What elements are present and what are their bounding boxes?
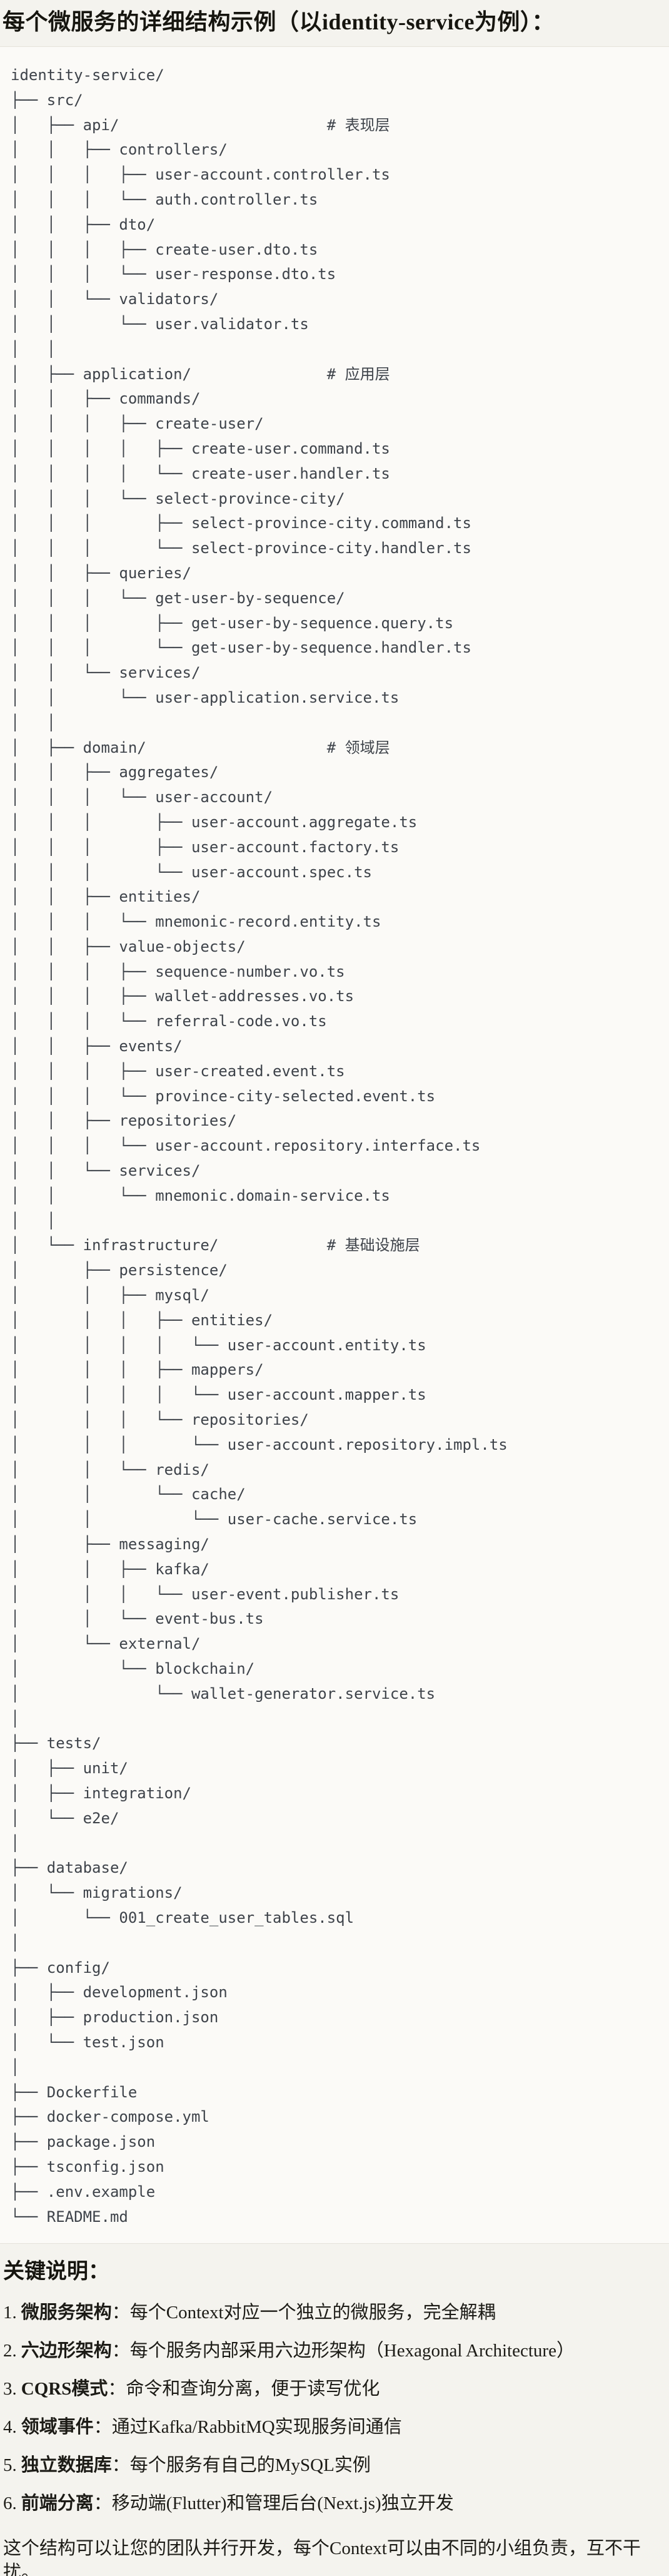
code-block: identity-service/ ├── src/ │ ├── api/ # … — [0, 46, 669, 2244]
note-list-item: 6.前端分离：移动端(Flutter)和管理后台(Next.js)独立开发 — [3, 2492, 663, 2515]
note-text: ：每个服务内部采用六边形架构（Hexagonal Architecture） — [111, 2341, 575, 2361]
note-text: ：通过Kafka/RabbitMQ实现服务间通信 — [93, 2417, 402, 2438]
note-text: ：移动端(Flutter)和管理后台(Next.js)独立开发 — [93, 2493, 454, 2514]
note-text: ：命令和查询分离，便于读写优化 — [108, 2379, 380, 2400]
note-number: 3. — [3, 2379, 17, 2400]
note-label: 领域事件 — [21, 2417, 94, 2438]
notes-list: 1.微服务架构：每个Context对应一个独立的微服务，完全解耦 2.六边形架构… — [3, 2301, 663, 2515]
note-text: ：每个服务有自己的MySQL实例 — [111, 2455, 371, 2476]
note-text: ：每个Context对应一个独立的微服务，完全解耦 — [111, 2303, 496, 2323]
note-list-item: 5.独立数据库：每个服务有自己的MySQL实例 — [3, 2454, 663, 2477]
note-number: 6. — [3, 2493, 17, 2514]
note-label: 六边形架构 — [21, 2341, 112, 2361]
key-notes-section: 关键说明： 1.微服务架构：每个Context对应一个独立的微服务，完全解耦 2… — [0, 2244, 669, 2576]
note-number: 1. — [3, 2303, 17, 2323]
note-list-item: 3.CQRS模式：命令和查询分离，便于读写优化 — [3, 2378, 663, 2400]
note-label: 微服务架构 — [21, 2303, 112, 2323]
note-list-item: 1.微服务架构：每个Context对应一个独立的微服务，完全解耦 — [3, 2301, 663, 2324]
note-number: 5. — [3, 2455, 17, 2476]
note-label: CQRS模式 — [21, 2379, 108, 2400]
note-label: 前端分离 — [21, 2493, 94, 2514]
note-list-item: 4.领域事件：通过Kafka/RabbitMQ实现服务间通信 — [3, 2416, 663, 2438]
note-label: 独立数据库 — [21, 2455, 112, 2476]
note-list-item: 2.六边形架构：每个服务内部采用六边形架构（Hexagonal Architec… — [3, 2339, 663, 2362]
note-number: 4. — [3, 2417, 17, 2438]
notes-heading: 关键说明： — [3, 2260, 109, 2284]
note-number: 2. — [3, 2341, 17, 2361]
closing-paragraph: 这个结构可以让您的团队并行开发，每个Context可以由不同的小组负责，互不干扰… — [3, 2538, 641, 2576]
directory-tree: identity-service/ ├── src/ │ ├── api/ # … — [11, 66, 508, 2226]
page-title: 每个微服务的详细结构示例（以identity-service为例）： — [3, 9, 555, 34]
